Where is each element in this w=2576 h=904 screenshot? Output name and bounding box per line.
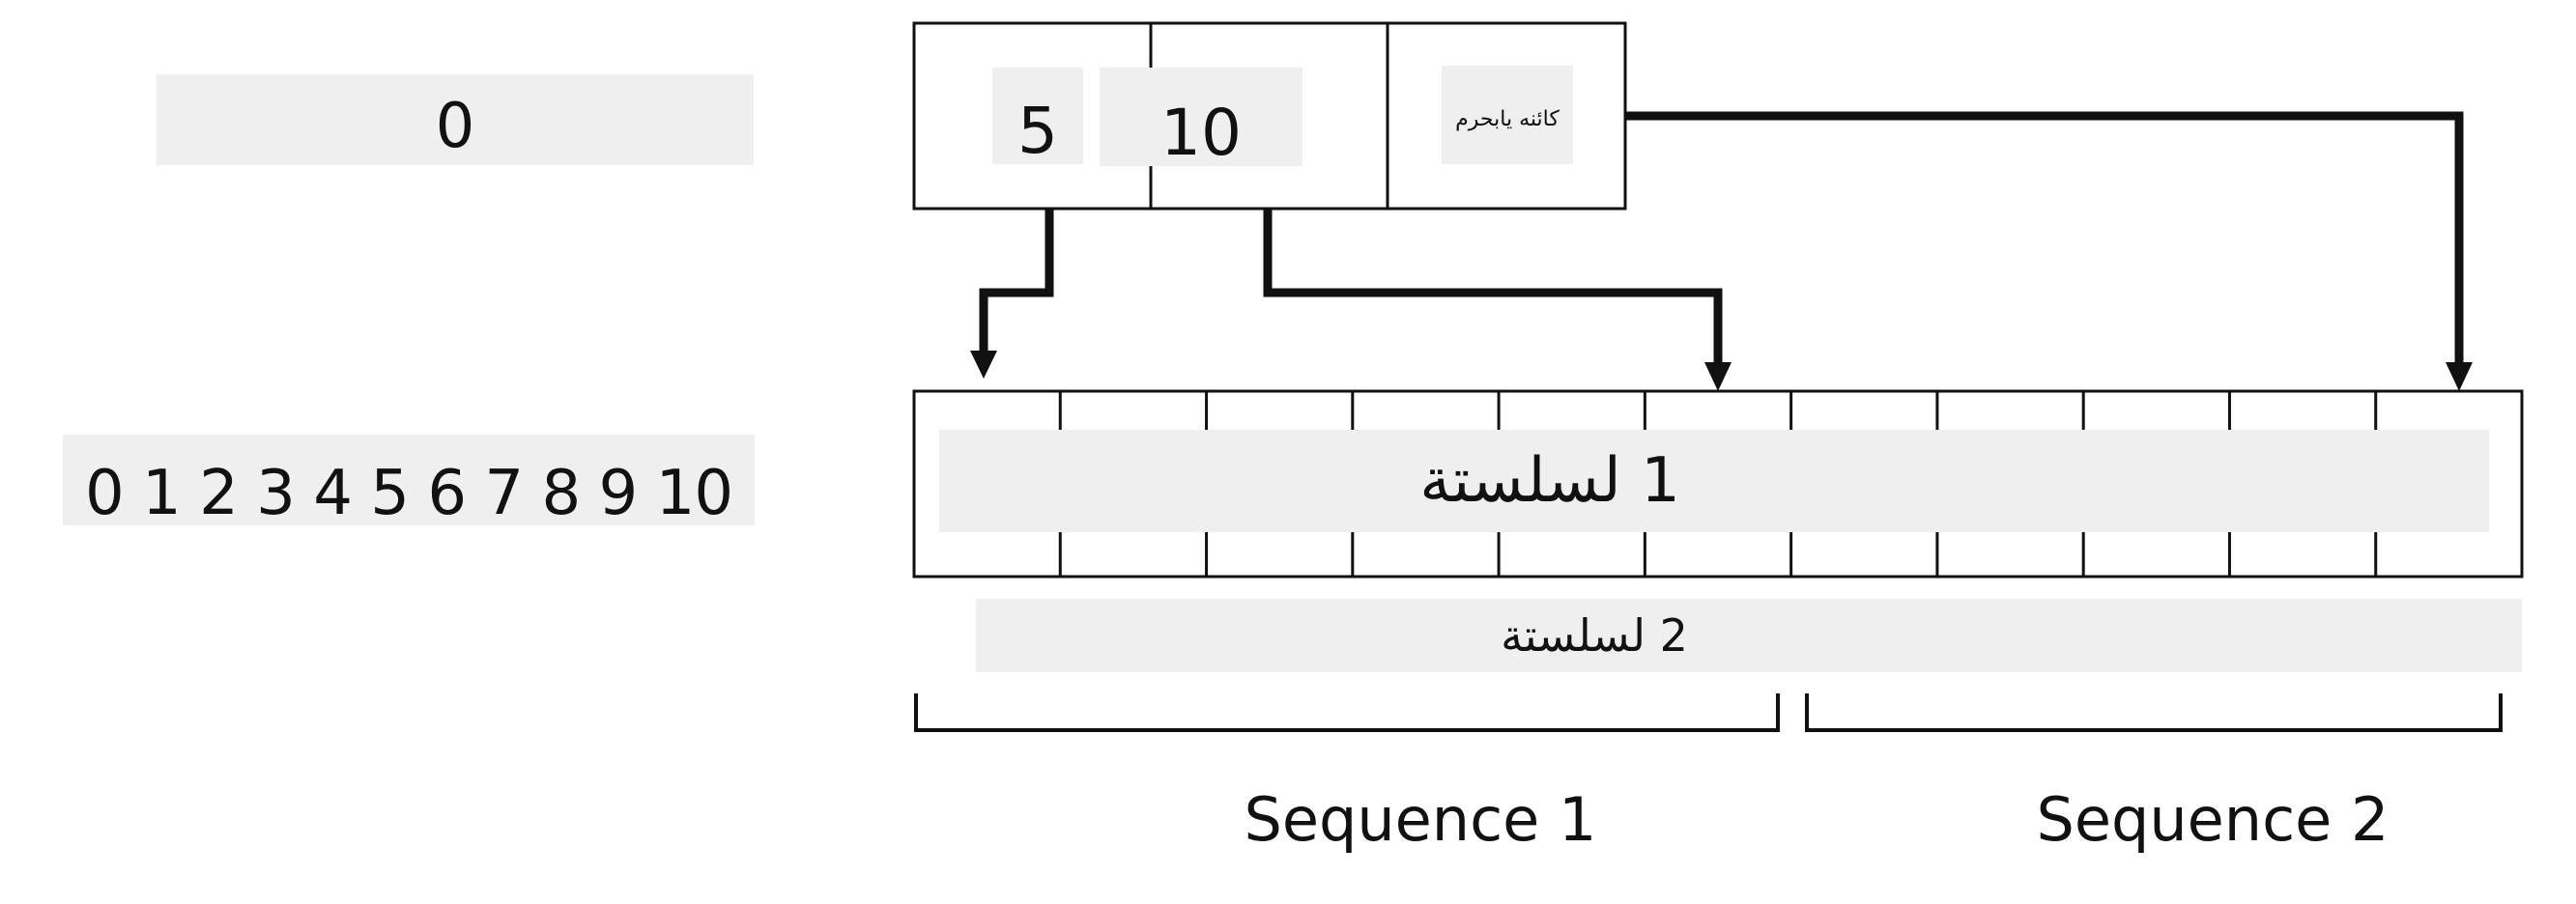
stop-arrow bbox=[1263, 209, 1723, 365]
range-label: 0 1 2 3 4 5 6 7 8 9 10 bbox=[84, 458, 733, 529]
start-value: 5 bbox=[1017, 93, 1058, 168]
start-arrowhead bbox=[970, 351, 997, 379]
sep-arrow bbox=[1625, 111, 2464, 365]
start-value-bg bbox=[992, 68, 1083, 164]
separator-label: كائنه يابحرم bbox=[1455, 106, 1560, 131]
stop-value: 10 bbox=[1160, 95, 1242, 170]
sequence-2-label: Sequence 2 bbox=[2036, 783, 2390, 855]
index-label-bg bbox=[157, 74, 754, 165]
sequence-1-bracket bbox=[914, 693, 1780, 732]
stop-arrowhead bbox=[1704, 362, 1732, 391]
stop-value-bg bbox=[1100, 68, 1302, 166]
sequence-2-bracket bbox=[1805, 693, 2503, 732]
separator-label-bg bbox=[1442, 66, 1573, 164]
sequence-1-overlay: 1 لسلستة bbox=[1419, 445, 1680, 517]
sequence-2-overlay: 2 لسلستة bbox=[1501, 609, 1688, 662]
sequence-1-label: Sequence 1 bbox=[1244, 783, 1597, 855]
range-label-bg bbox=[63, 435, 755, 525]
sequence-1-overlay-bg bbox=[939, 430, 2489, 532]
start-arrow bbox=[979, 209, 1054, 353]
index-label: 0 bbox=[435, 91, 475, 162]
sequence-2-overlay-bg bbox=[976, 599, 2522, 672]
sep-arrowhead bbox=[2446, 362, 2473, 391]
